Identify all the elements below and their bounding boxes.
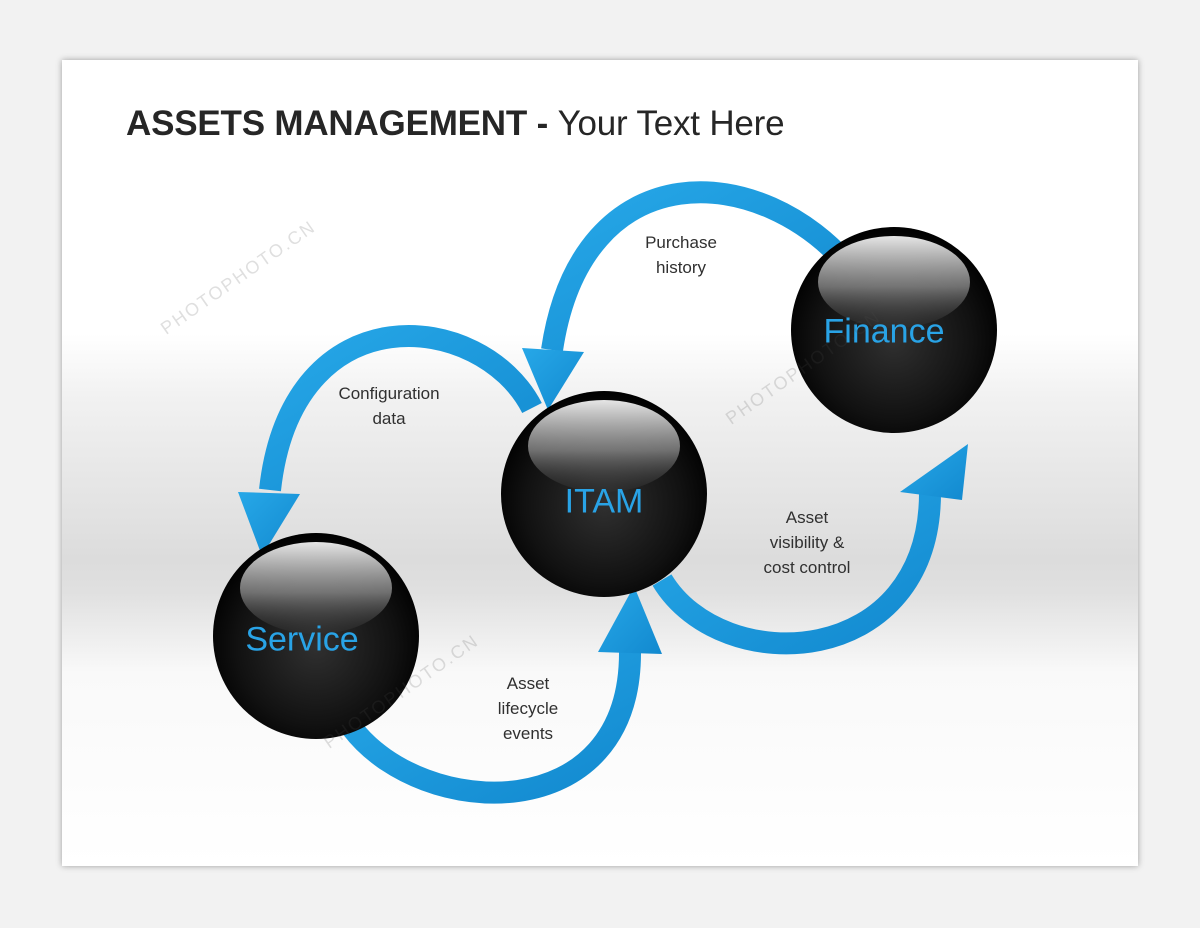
flow-label-asset-visibility: Asset visibility & cost control [764, 505, 851, 580]
flow-text-line: lifecycle [497, 699, 559, 718]
title-separator: - [527, 104, 558, 143]
sphere-service [213, 533, 419, 739]
sphere-itam [501, 391, 707, 597]
flow-text-line: cost control [763, 558, 851, 577]
sphere-finance [791, 227, 997, 433]
flow-label-asset-lifecycle: Asset lifecycle events [498, 671, 558, 746]
arrow-asset-visibility [652, 444, 968, 655]
node-label-itam: ITAM [564, 482, 644, 521]
arrow-asset-lifecycle [343, 586, 662, 804]
flow-label-configuration-data: Configuration data [338, 381, 439, 431]
flow-text-line: Asset [785, 508, 829, 527]
flow-label-purchase-history: Purchase history [645, 230, 717, 280]
flow-text-line: Configuration [338, 384, 440, 403]
slide: ASSETS MANAGEMENT - Your Text Here [62, 60, 1138, 866]
flow-text-line: events [502, 724, 554, 743]
title-rest: Your Text Here [557, 104, 785, 143]
flow-text-line: history [655, 258, 707, 277]
flow-text-line: visibility & [769, 533, 845, 552]
flow-text-line: Asset [506, 674, 550, 693]
node-label-service: Service [245, 620, 359, 659]
flow-text-line: Purchase [645, 233, 717, 252]
flow-text-line: data [372, 409, 406, 428]
arrow-configuration-data [238, 325, 542, 556]
node-label-finance: Finance [823, 312, 945, 351]
title-bold: ASSETS MANAGEMENT [126, 104, 528, 143]
cycle-diagram [213, 181, 997, 804]
arrow-purchase-history [522, 181, 861, 410]
page-title: ASSETS MANAGEMENT - Your Text Here [126, 104, 785, 144]
